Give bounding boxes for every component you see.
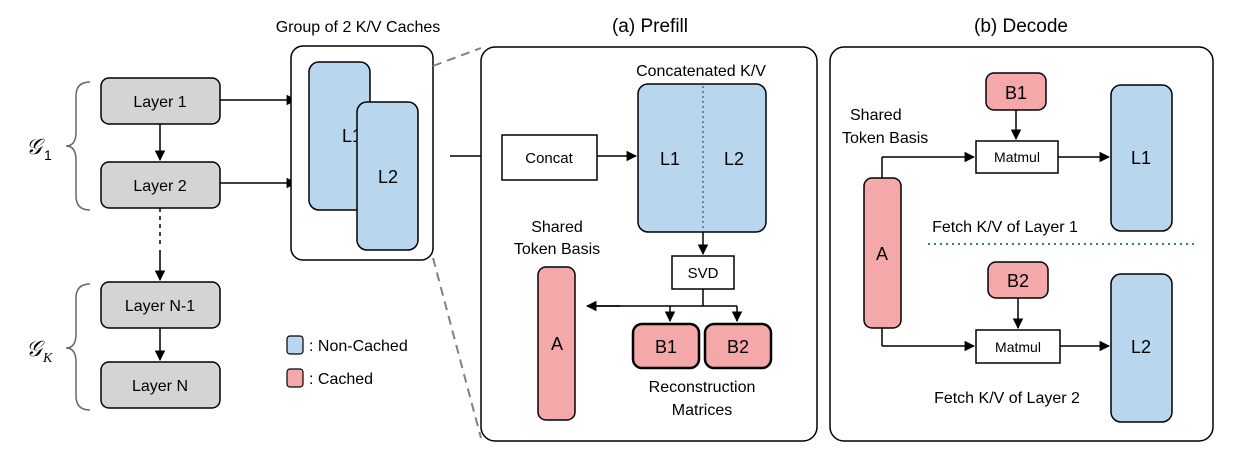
legend-cached-swatch — [286, 368, 304, 388]
decode-panel: (b) Decode Shared Token Basis A B1 Matmu… — [829, 16, 1214, 442]
reconstruction-line1: Reconstruction — [649, 379, 756, 396]
decode-a-label: A — [876, 244, 888, 264]
matmul1-label: Matmul — [994, 149, 1040, 165]
decode-l1-block — [1110, 84, 1173, 232]
prefill-a-label: A — [551, 334, 563, 354]
cache-group-title: Group of 2 K/V Caches — [276, 19, 441, 36]
layer-n-box — [100, 361, 221, 409]
kv-cache-group: Group of 2 K/V Caches L1 L2 — [276, 19, 441, 261]
concatenated-l2-label: L2 — [724, 149, 744, 169]
legend-cached-label: : Cached — [309, 371, 373, 388]
group-braces: 𝒢 1 𝒢 K — [26, 81, 91, 411]
prefill-b1-label: B1 — [655, 337, 677, 357]
prefill-b1-block — [631, 322, 701, 370]
cache-l2-block — [356, 101, 419, 251]
brace-gk — [65, 283, 91, 411]
legend-non-cached-swatch — [286, 335, 304, 355]
legend-non-cached-label: : Non-Cached — [309, 338, 408, 355]
decode-b1-label: B1 — [1005, 83, 1027, 103]
g1-subscript: 1 — [44, 147, 52, 163]
decode-title: (b) Decode — [974, 16, 1068, 37]
prefill-b2-block — [703, 322, 773, 370]
cache-l2-label: L2 — [378, 167, 398, 187]
matmul2-label: Matmul — [995, 339, 1041, 355]
decode-l2-block — [1110, 273, 1173, 423]
layer-1-label: Layer 1 — [133, 94, 186, 111]
prefill-shared-basis-line2: Token Basis — [514, 241, 600, 258]
layer-stack: Layer 1 Layer 2 Layer N-1 Layer N — [100, 77, 221, 409]
prefill-title: (a) Prefill — [612, 16, 688, 37]
prefill-panel: (a) Prefill Concat Concatenated K/V L1 L… — [480, 16, 818, 442]
brace-g1 — [65, 81, 91, 211]
layer-n-1-label: Layer N-1 — [125, 298, 195, 315]
fetch-layer1-label: Fetch K/V of Layer 1 — [932, 219, 1078, 236]
layer-n-label: Layer N — [132, 378, 188, 395]
concat-box — [501, 134, 598, 181]
decode-l1-label: L1 — [1131, 148, 1151, 168]
fetch-layer2-label: Fetch K/V of Layer 2 — [934, 390, 1080, 407]
layer-2-label: Layer 2 — [133, 178, 186, 195]
decode-l2-label: L2 — [1131, 337, 1151, 357]
svd-label: SVD — [688, 265, 719, 282]
zoom-line-top — [432, 47, 482, 67]
matmul1-box — [975, 140, 1059, 174]
decode-shared-basis-line1: Shared — [850, 107, 902, 124]
concatenated-kv-block — [637, 83, 767, 233]
gk-subscript: K — [42, 351, 53, 366]
legend: : Non-Cached : Cached — [286, 335, 408, 388]
prefill-b2-label: B2 — [727, 337, 749, 357]
concatenated-l1-label: L1 — [660, 149, 680, 169]
decode-b2-label: B2 — [1007, 271, 1029, 291]
g1-symbol: 𝒢 — [26, 134, 45, 159]
prefill-shared-basis-line1: Shared — [531, 219, 583, 236]
decode-shared-basis-line2: Token Basis — [842, 130, 928, 147]
zoom-line-bottom — [432, 257, 482, 439]
concat-label: Concat — [525, 150, 573, 167]
gk-symbol: 𝒢 — [26, 336, 45, 361]
concatenated-kv-label: Concatenated K/V — [636, 63, 766, 80]
prefill-a-block — [537, 266, 576, 421]
reconstruction-line2: Matrices — [672, 402, 732, 419]
